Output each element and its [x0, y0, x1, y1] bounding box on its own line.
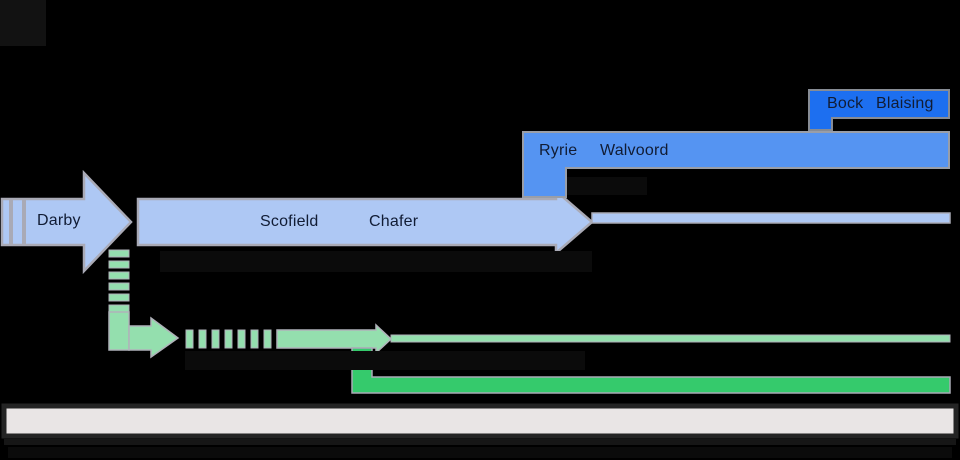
timeline-bar-shadow: [4, 439, 956, 445]
bock-blaising-box: [808, 89, 950, 131]
label-blaising: Blaising: [876, 95, 934, 112]
green-dash: [108, 293, 130, 302]
faint-corner-square: [0, 0, 46, 46]
green-dash: [237, 329, 246, 349]
timeline-bar: [1, 403, 959, 439]
green-dash: [108, 271, 130, 280]
green-dash: [211, 329, 220, 349]
green-dash: [263, 329, 272, 349]
green-dash: [185, 329, 194, 349]
green-descent-dashed-line: [108, 249, 130, 313]
scofield-chafer-band: [136, 188, 594, 256]
green-dashed-band: [185, 329, 272, 349]
green-branch-arrow: [128, 316, 180, 359]
green-dash: [108, 282, 130, 291]
label-chafer: Chafer: [369, 213, 419, 230]
illegible-text-trace: [8, 447, 952, 458]
illegible-text-trace: [160, 251, 592, 272]
label-darby: Darby: [37, 212, 81, 229]
green-dash: [108, 249, 130, 258]
green-dash: [108, 260, 130, 269]
label-walvoord: Walvoord: [600, 142, 669, 159]
green-dash: [250, 329, 259, 349]
dark-green-branch-line: [351, 347, 951, 394]
green-solid-band: [276, 323, 393, 355]
green-continuation-line: [390, 334, 951, 343]
darby-arrow-tail-dash: [9, 199, 13, 245]
green-dash: [224, 329, 233, 349]
darby-arrow: [0, 169, 133, 275]
ryrie-walvoord-band: [522, 131, 950, 198]
green-corner-block: [108, 311, 130, 351]
darby-arrow-tail-dash: [22, 199, 26, 245]
label-bock: Bock: [827, 95, 864, 112]
blue-continuation-line: [591, 212, 951, 224]
green-dash: [108, 304, 130, 313]
illegible-text-trace: [185, 351, 585, 370]
label-ryrie: Ryrie: [539, 142, 578, 159]
green-dash: [198, 329, 207, 349]
illegible-text-trace: [567, 177, 647, 195]
label-scofield: Scofield: [260, 213, 319, 230]
